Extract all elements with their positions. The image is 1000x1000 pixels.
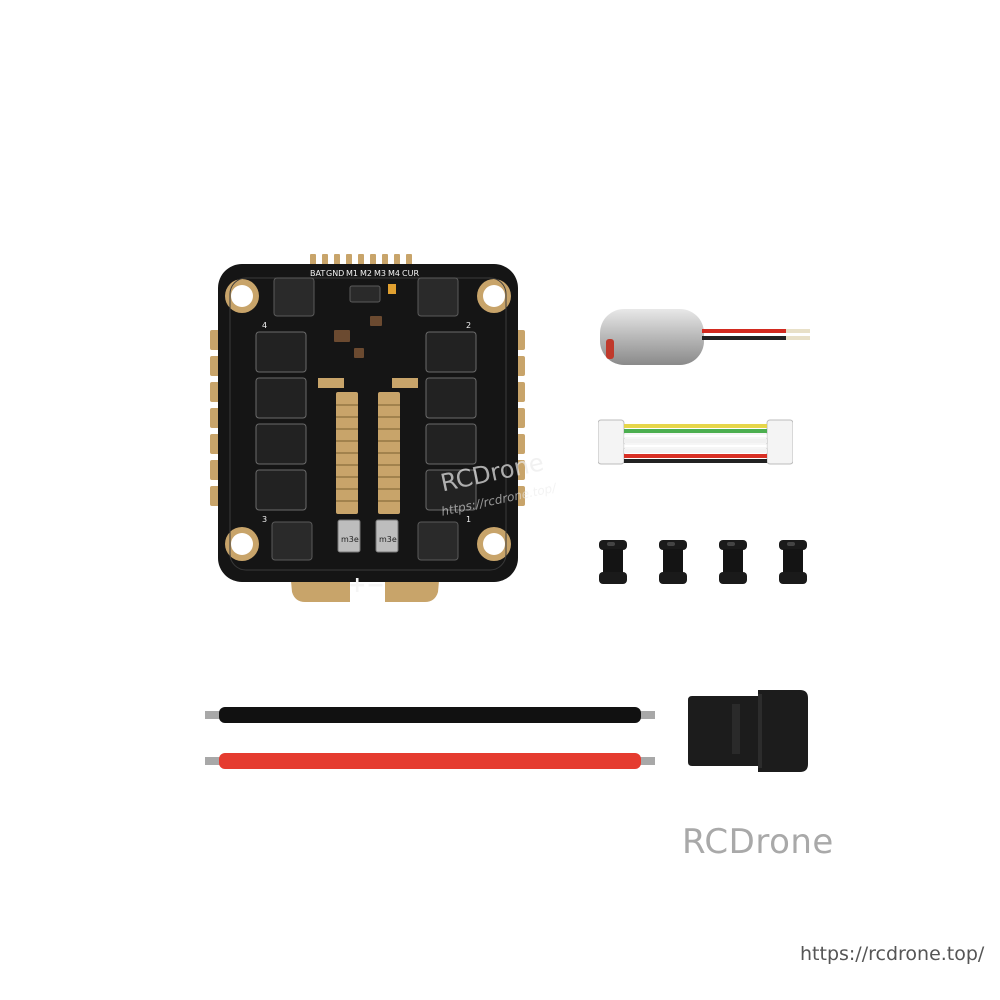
pad-label-m1: M1 [346, 269, 358, 278]
pad-label-m2: M2 [360, 269, 372, 278]
grommet-icon [597, 540, 629, 586]
grommet-icon [657, 540, 689, 586]
red-power-lead-icon [205, 750, 655, 772]
pad-label-m3: M3 [374, 269, 386, 278]
pad-label-bat: BAT [310, 269, 325, 278]
esc-board: BAT GND M1 M2 M3 M4 CUR 4 2 3 1 m3e m3e … [210, 250, 525, 610]
black-power-lead-icon [205, 704, 655, 726]
xt60-connector-icon [688, 690, 810, 772]
footer-url: https://rcdrone.top/ [800, 943, 985, 965]
grommet-icon [717, 540, 749, 586]
component-mark-left: m3e [341, 535, 359, 544]
motor-number-1: 1 [466, 515, 471, 524]
component-mark-right: m3e [379, 535, 397, 544]
power-sign-label: +− [348, 573, 385, 598]
grommet-icon [777, 540, 809, 586]
motor-number-4: 4 [262, 321, 267, 330]
signal-cable-icon [598, 412, 793, 472]
footer-brand: RCDrone [682, 822, 834, 862]
pad-label-m4: M4 [388, 269, 400, 278]
pad-label-gnd: GND [326, 269, 344, 278]
capacitor-icon [598, 305, 810, 367]
motor-number-2: 2 [466, 321, 471, 330]
esc-board-image: BAT GND M1 M2 M3 M4 CUR 4 2 3 1 m3e m3e … [210, 254, 525, 602]
pad-label-cur: CUR [402, 269, 419, 278]
motor-number-3: 3 [262, 515, 267, 524]
